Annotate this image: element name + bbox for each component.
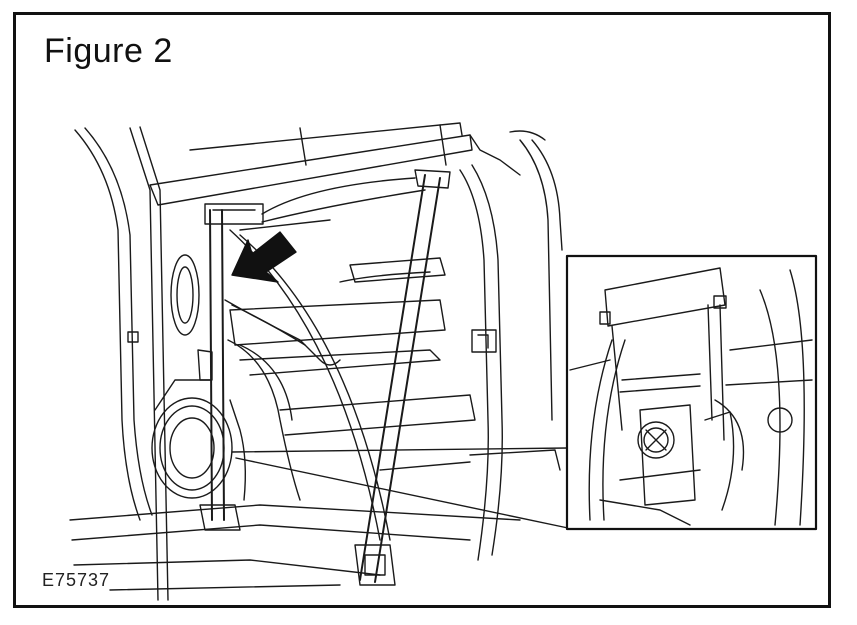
window-regulator (197, 169, 451, 586)
figure-title: Figure 2 (44, 32, 173, 70)
speaker (151, 254, 233, 499)
callout-leader (231, 447, 569, 529)
inner-panel (127, 219, 497, 471)
arrow-down-left-icon (231, 231, 297, 283)
door-shell (69, 122, 563, 601)
detail-inset (565, 254, 818, 531)
reference-code: E75737 (42, 570, 111, 590)
